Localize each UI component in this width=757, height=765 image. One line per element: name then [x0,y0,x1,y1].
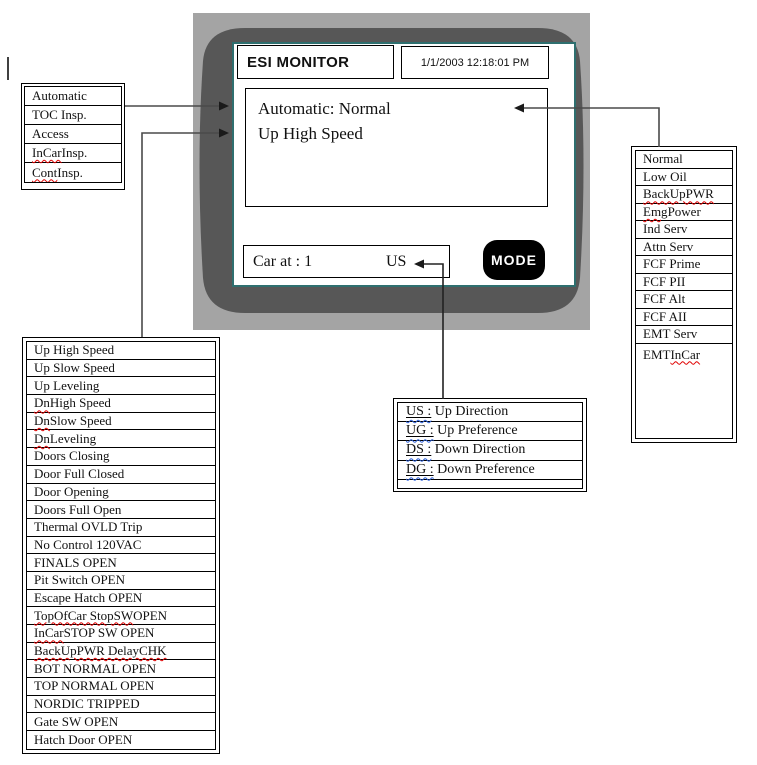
list-item: Gate SW OPEN [27,713,215,732]
list-item: Cont Insp. [32,164,83,180]
status-display-area: Automatic: Normal Up High Speed [245,88,548,207]
list-item: DS : Down Direction [398,441,582,461]
list-item: UG : Up Preference [398,422,582,442]
list-item: NORDIC TRIPPED [27,696,215,714]
list-item: EMT Serv [636,326,732,344]
datetime-box: 1/1/2003 12:18:01 PM [401,46,549,79]
list-item: Dn Slow Speed [27,413,215,431]
list-item: Dn High Speed [27,395,215,413]
list-item: Pit Switch OPEN [27,572,215,590]
list-item: Doors Closing [27,448,215,466]
list-item: Up Leveling [27,377,215,396]
car-position-box: Car at : 1 US [243,245,450,278]
list-item: Attn Serv [636,239,732,256]
screen-title-box: ESI MONITOR [237,45,394,79]
list-item: Low Oil [636,169,732,186]
list-item: BackUpPWR DelayCHK [27,643,215,661]
list-item: No Control 120VAC [27,537,215,555]
list-item: Door Opening [27,484,215,502]
monitor-shell: ESI MONITOR 1/1/2003 12:18:01 PM Automat… [193,13,590,330]
list-item: US : Up Direction [398,403,582,423]
datetime-text: 1/1/2003 12:18:01 PM [420,56,530,69]
list-item: DG : Down Preference [398,461,582,480]
list-item: Dn Leveling [27,430,215,449]
list-item: Doors Full Open [27,501,215,519]
list-item: FCF Alt [636,291,732,309]
list-item: Escape Hatch OPEN [27,590,215,608]
list-item: Up High Speed [27,342,215,360]
screen-title: ESI MONITOR [247,53,350,71]
list-item: Emg Power [636,204,732,221]
display-line-state: Up High Speed [258,124,363,143]
car-position-label: Car at : 1 [253,253,313,270]
list-item: InCar STOP SW OPEN [27,625,215,643]
list-item: FINALS OPEN [27,554,215,572]
direction-code: US [386,253,407,270]
list-item: BOT NORMAL OPEN [27,660,215,679]
display-line-mode: Automatic: Normal [258,99,391,118]
list-item: FCF PII [636,274,732,291]
list-item: FCF Prime [636,256,732,274]
list-item: FCF AII [636,309,732,326]
list-item: Up Slow Speed [27,360,215,378]
list-item: InCar Insp. [25,144,121,163]
list-item: TopOfCar StopSW OPEN [27,607,215,625]
list-item: Ind Serv [636,221,732,239]
list-item: Normal [636,151,732,169]
mode-button[interactable]: MODE [483,240,545,280]
list-item: TOC Insp. [25,106,121,125]
list-item: Door Full Closed [27,466,215,484]
list-item: Hatch Door OPEN [34,731,133,747]
list-item: EMT InCar [643,346,701,362]
mode-button-label: MODE [491,252,537,268]
esi-monitor-screen: ESI MONITOR 1/1/2003 12:18:01 PM Automat… [232,42,576,287]
list-item: Access [25,125,121,144]
list-item: Thermal OVLD Trip [27,519,215,537]
list-item: BackUpPWR [636,186,732,204]
list-item: TOP NORMAL OPEN [27,678,215,696]
list-item: Automatic [25,87,121,106]
